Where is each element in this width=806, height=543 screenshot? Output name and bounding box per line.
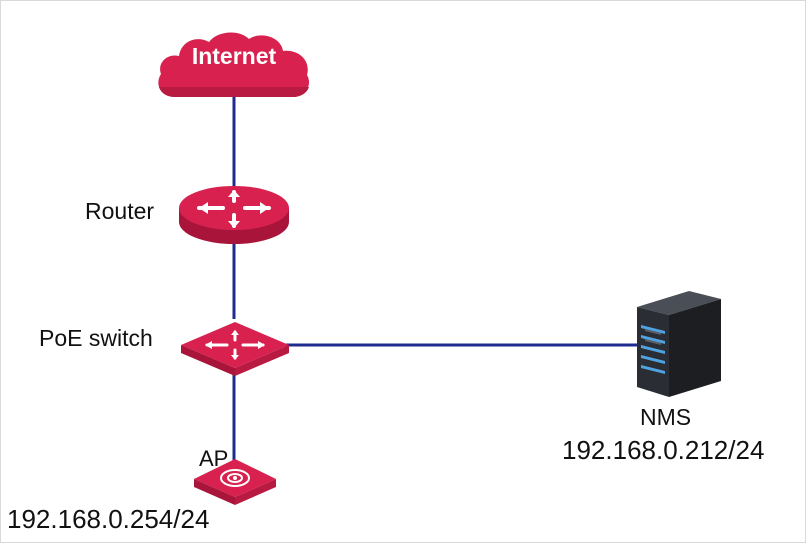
- nms-ip-address: 192.168.0.212/24: [562, 435, 765, 465]
- ap-ip-address: 192.168.0.254/24: [7, 504, 210, 534]
- access-point-icon: [194, 459, 276, 505]
- server-icon: [637, 291, 721, 397]
- router-label: Router: [85, 198, 155, 224]
- cloud-icon: [158, 32, 310, 97]
- nms-label: NMS: [640, 404, 692, 430]
- internet-label: Internet: [191, 43, 277, 69]
- router-icon: [179, 186, 289, 244]
- switch-icon: [181, 322, 289, 376]
- ap-label: AP: [199, 446, 229, 471]
- poe-switch-label: PoE switch: [39, 325, 153, 351]
